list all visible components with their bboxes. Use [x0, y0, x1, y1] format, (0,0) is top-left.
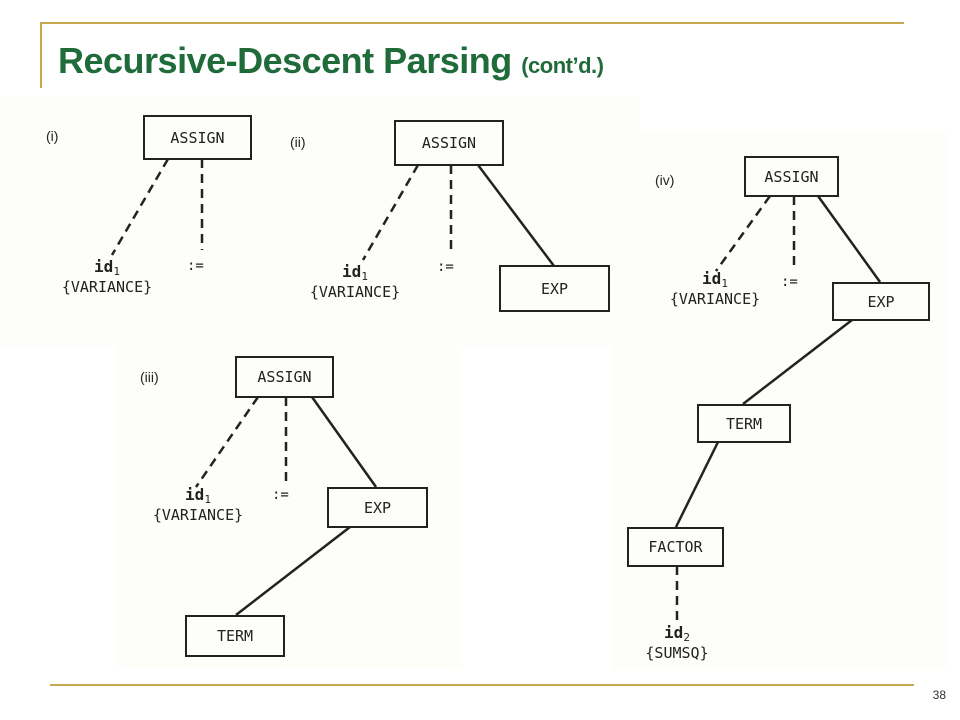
top-rule — [40, 22, 904, 24]
leaf-id1-value: {VARIANCE} — [61, 277, 153, 296]
leaf-id1-name: id — [94, 257, 114, 276]
edge-assign-id1 — [714, 195, 772, 272]
edge-exp-term — [742, 319, 853, 405]
edge-assign-exp — [477, 164, 555, 267]
leaf-id2-subscript: 2 — [683, 631, 690, 644]
node-assign: ASSIGN — [143, 115, 252, 160]
edge-term-factor — [674, 441, 720, 528]
leaf-id1-value: {VARIANCE} — [669, 289, 761, 308]
leaf-id1: id1 {VARIANCE} — [42, 257, 172, 296]
leaf-id2-name: id — [664, 623, 684, 642]
panel-label: (i) — [46, 128, 59, 144]
left-rule — [40, 22, 42, 88]
panel-label: (ii) — [290, 134, 306, 150]
leaf-id1-name: id — [342, 262, 362, 281]
edge-assign-exp — [816, 195, 882, 283]
assign-operator: := — [272, 487, 289, 503]
leaf-id2-value: {SUMSQ} — [645, 643, 709, 662]
leaf-id1: id1 {VARIANCE} — [290, 262, 420, 301]
slide-title: Recursive-Descent Parsing (cont’d.) — [58, 40, 604, 82]
edge-exp-term — [235, 526, 351, 616]
node-term: TERM — [697, 404, 791, 443]
leaf-id1-subscript: 1 — [204, 493, 211, 506]
node-exp: EXP — [832, 282, 930, 321]
edge-assign-id1 — [361, 164, 420, 261]
leaf-id1: id1 {VARIANCE} — [656, 269, 774, 308]
leaf-id2: id2 {SUMSQ} — [630, 623, 724, 662]
node-factor: FACTOR — [627, 527, 724, 567]
assign-operator: := — [187, 258, 204, 274]
node-assign: ASSIGN — [235, 356, 334, 398]
leaf-id1-value: {VARIANCE} — [309, 282, 401, 301]
leaf-id1-subscript: 1 — [721, 277, 728, 290]
node-exp: EXP — [499, 265, 610, 312]
edge-assign-exp — [310, 396, 378, 488]
node-assign: ASSIGN — [394, 120, 504, 166]
assign-operator: := — [781, 274, 798, 290]
leaf-id1-name: id — [702, 269, 722, 288]
panel-label: (iv) — [655, 172, 675, 188]
edge-assign-id1 — [194, 396, 260, 488]
leaf-id1-value: {VARIANCE} — [152, 505, 244, 524]
edge-assign-id1 — [110, 158, 170, 256]
scan-background-iv — [614, 130, 946, 670]
node-assign: ASSIGN — [744, 156, 839, 197]
bottom-rule — [50, 684, 914, 686]
page-number: 38 — [932, 688, 946, 702]
title-main: Recursive-Descent Parsing — [58, 40, 512, 81]
node-term: TERM — [185, 615, 285, 657]
title-subtitle: (cont’d.) — [521, 53, 604, 78]
panel-label: (iii) — [140, 369, 159, 385]
leaf-id1: id1 {VARIANCE} — [136, 485, 260, 524]
assign-operator: := — [437, 259, 454, 275]
leaf-id1-subscript: 1 — [361, 270, 368, 283]
leaf-id1-name: id — [185, 485, 205, 504]
node-exp: EXP — [327, 487, 428, 528]
leaf-id1-subscript: 1 — [113, 265, 120, 278]
